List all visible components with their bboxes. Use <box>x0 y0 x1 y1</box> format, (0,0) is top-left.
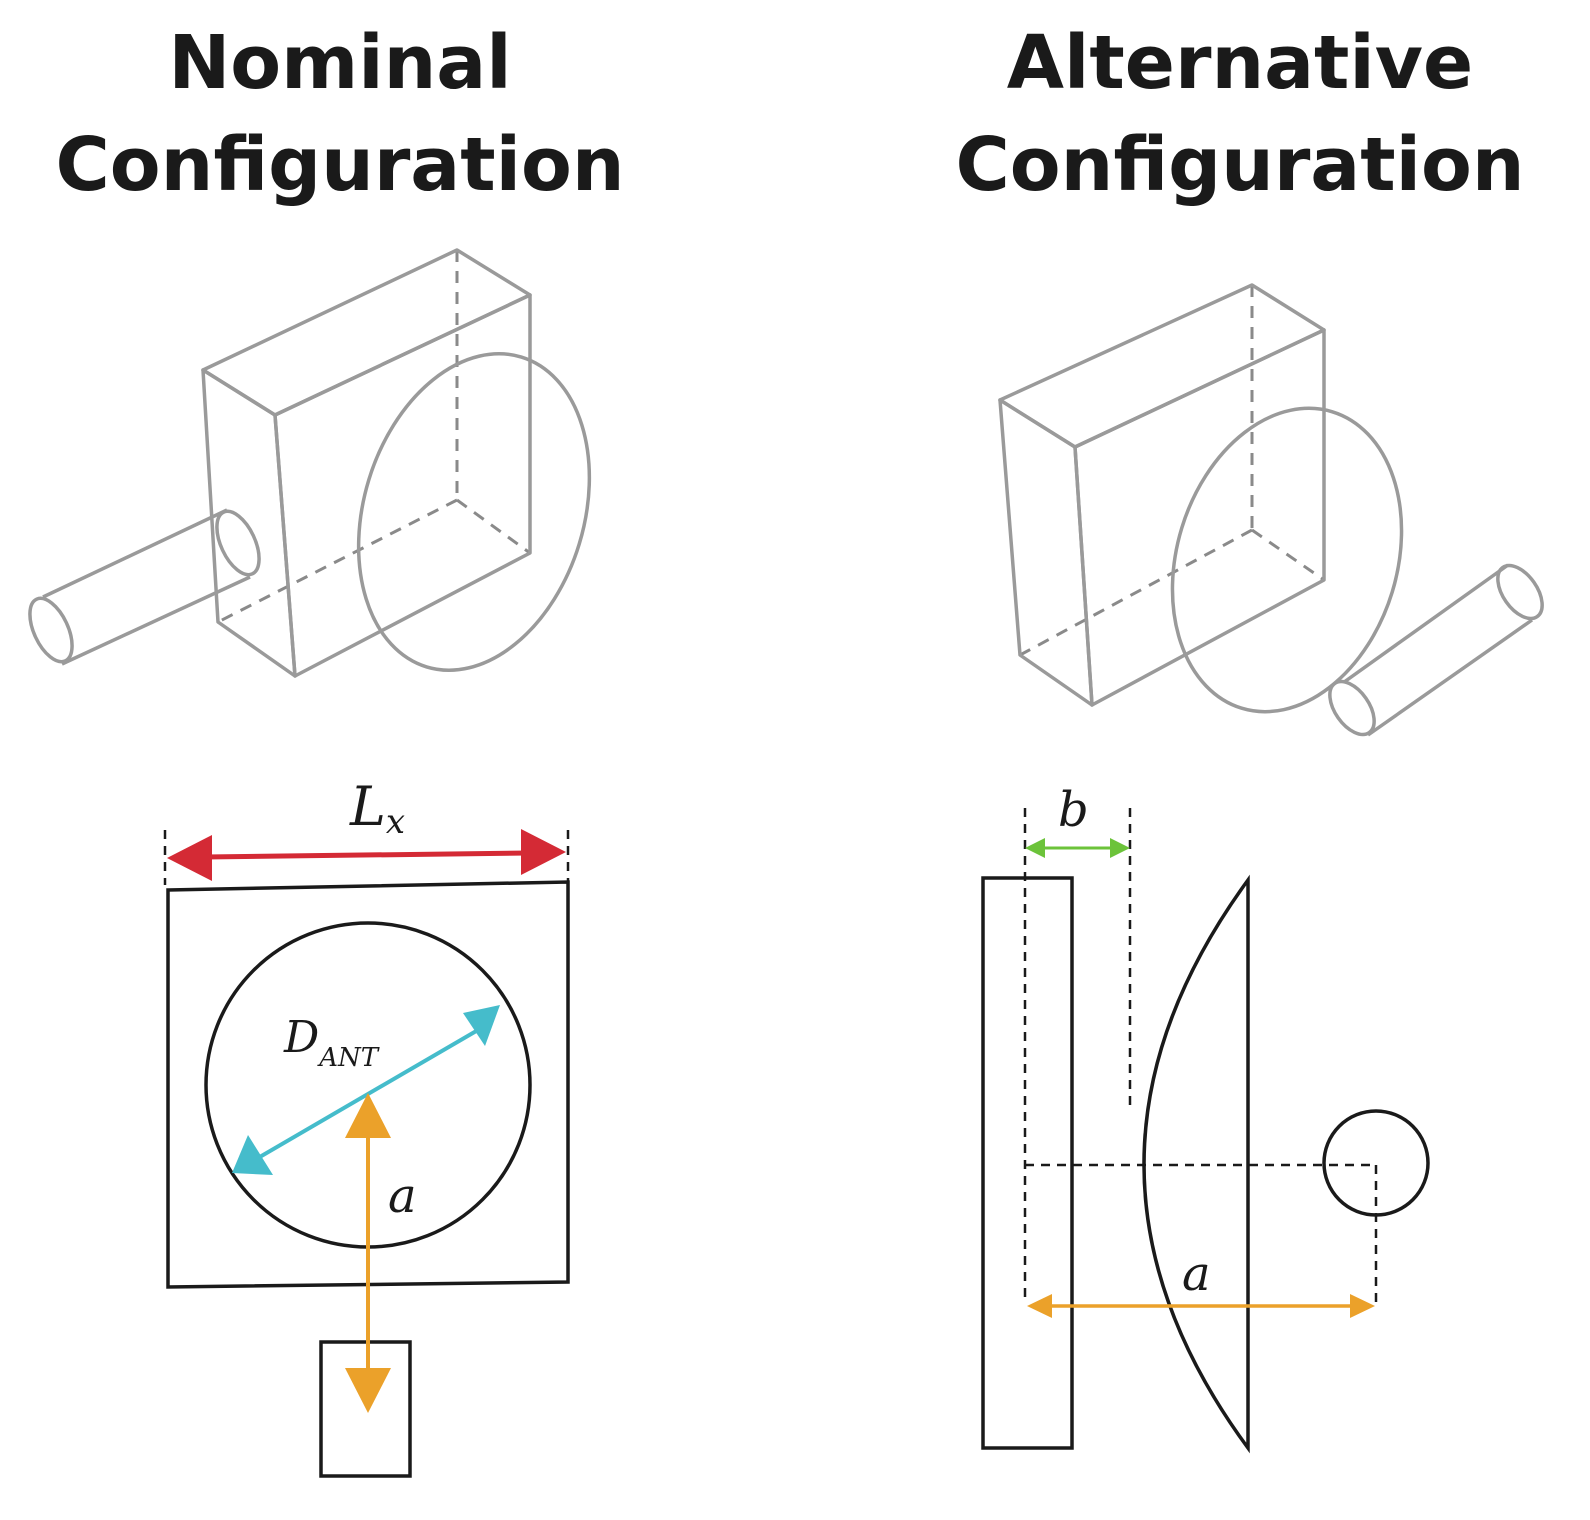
nominal-box-front-face <box>273 293 532 678</box>
nominal-title-line2: Configuration <box>55 122 624 208</box>
a-dimension-arrow-nominal <box>345 1093 391 1413</box>
nominal-box-top-face <box>201 248 532 417</box>
nominal-feed-cylinder <box>28 508 261 666</box>
nominal-front-view: Lx DANT a <box>163 775 570 1478</box>
alternative-dish-antenna <box>1170 406 1404 714</box>
nominal-box-hidden-edge <box>217 498 458 624</box>
alternative-title-line1: Alternative <box>1007 20 1473 106</box>
b-label: b <box>1058 782 1089 838</box>
nominal-dish-antenna <box>356 352 592 672</box>
nominal-box-hidden-edge <box>456 498 531 555</box>
a-label-alternative: a <box>1182 1246 1211 1302</box>
alternative-reflector-plate <box>981 876 1074 1450</box>
alternative-dish-profile <box>1142 874 1250 1454</box>
b-dimension-arrow <box>1025 838 1130 858</box>
nominal-isometric-view <box>28 248 592 678</box>
alternative-box-front-face <box>1073 328 1326 707</box>
alternative-isometric-view <box>998 283 1544 737</box>
alternative-box-hidden-edge <box>1251 528 1325 582</box>
nominal-title-line1: Nominal <box>168 20 511 106</box>
alternative-feed-cylinder <box>1328 563 1544 737</box>
alternative-title-line2: Configuration <box>955 122 1524 208</box>
alternative-box-hidden-edge <box>1019 528 1253 657</box>
a-label-nominal: a <box>388 1168 417 1224</box>
alternative-side-view: b a <box>981 782 1430 1454</box>
nominal-feed-rectangle <box>319 1340 412 1478</box>
lx-label: Lx <box>349 775 405 842</box>
a-dimension-arrow-alternative <box>1027 1294 1375 1318</box>
nominal-reflector-outline <box>166 880 570 1289</box>
alternative-box-top-face <box>998 283 1326 449</box>
lx-dimension-arrow <box>167 829 566 881</box>
dant-label: DANT <box>283 1012 380 1073</box>
